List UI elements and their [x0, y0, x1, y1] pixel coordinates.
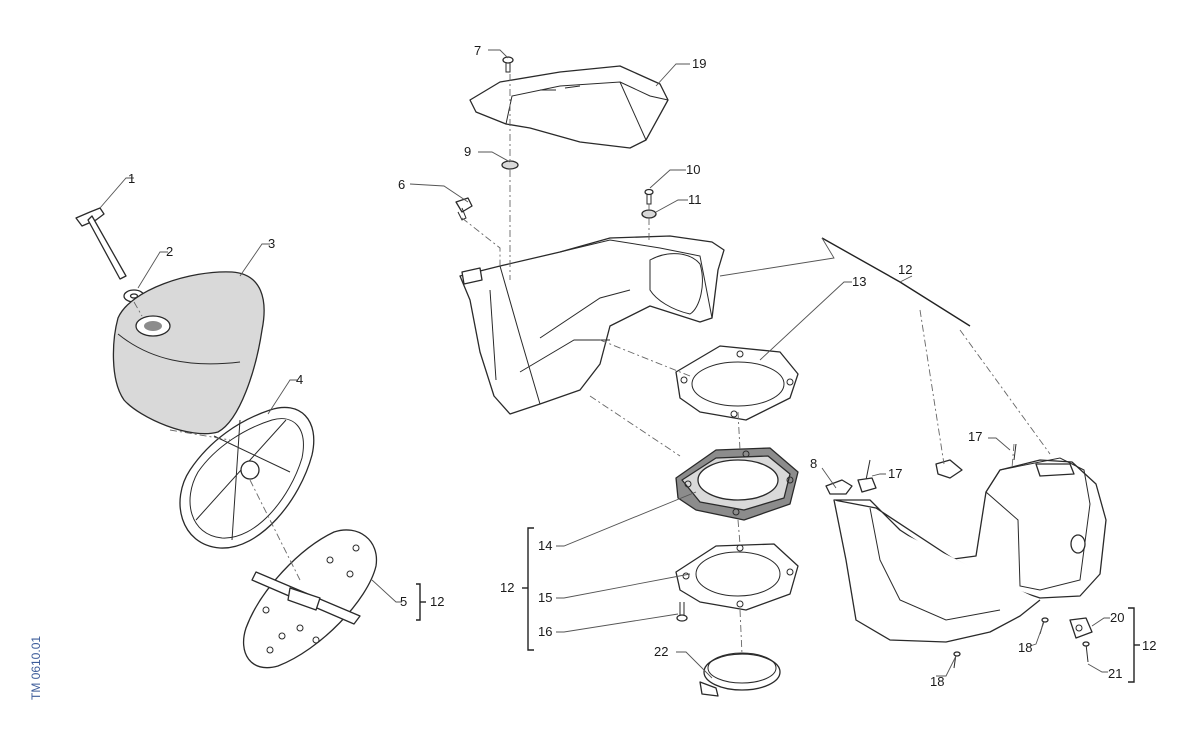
- callout-17-top: 17: [968, 429, 982, 444]
- screw-part-18-right: [1039, 617, 1049, 635]
- flange-part-14: [675, 447, 799, 521]
- callout-17-left: 17: [888, 466, 902, 481]
- callout-6: 6: [398, 177, 405, 192]
- callout-13: 13: [852, 274, 866, 289]
- callout-1: 1: [128, 171, 135, 186]
- gasket-part-15: [675, 543, 799, 611]
- screw-part-10: [644, 188, 654, 205]
- base-plate-part-5: [242, 529, 378, 669]
- callout-19: 19: [692, 56, 706, 71]
- screw-part-7: [502, 56, 514, 73]
- bracket-lines: [416, 527, 1140, 683]
- wing-bolt-part-1: [75, 207, 127, 280]
- callout-22: 22: [654, 644, 668, 659]
- support-frame-part-4: [179, 406, 315, 549]
- leader-lines: [99, 49, 1110, 679]
- callout-labels: 1 2 3 4 5 12 6 7 9 10 11 19 12 13 14 12 …: [128, 43, 1156, 689]
- callout-11: 11: [688, 192, 702, 207]
- callout-18-right: 18: [1018, 640, 1032, 655]
- callout-5: 5: [400, 594, 407, 609]
- drawing-code-label: TM 0610.01: [29, 636, 43, 700]
- screw-part-21: [1082, 641, 1090, 663]
- clip-part-8: [825, 479, 853, 495]
- callout-21: 21: [1108, 666, 1122, 681]
- screw-part-16: [676, 602, 688, 622]
- callout-12-part5: 12: [430, 594, 444, 609]
- upper-housing-part-12: [459, 235, 725, 415]
- lower-housing-part-12: [833, 457, 1107, 643]
- callout-12-left: 12: [500, 580, 514, 595]
- pin-part-17-left: [857, 459, 877, 493]
- assembly-lines: [133, 74, 1051, 655]
- screw-part-18-left: [953, 651, 961, 669]
- callout-9: 9: [464, 144, 471, 159]
- bolt-part-6: [455, 197, 473, 221]
- callout-20: 20: [1110, 610, 1124, 625]
- callout-12-top: 12: [898, 262, 912, 277]
- washer-part-11: [641, 209, 657, 219]
- filter-element-part-3: [112, 271, 265, 435]
- callout-14: 14: [538, 538, 552, 553]
- callout-16: 16: [538, 624, 552, 639]
- callout-2: 2: [166, 244, 173, 259]
- callout-18-left: 18: [930, 674, 944, 689]
- callout-3: 3: [268, 236, 275, 251]
- callout-7: 7: [474, 43, 481, 58]
- callout-4: 4: [296, 372, 303, 387]
- top-cover-part-19: [469, 65, 669, 149]
- callout-8: 8: [810, 456, 817, 471]
- callout-12-right: 12: [1142, 638, 1156, 653]
- hose-clamp-part-22: [699, 652, 781, 697]
- sensor-part-20: [1069, 617, 1093, 639]
- pin-part-17-top: [935, 443, 1017, 479]
- gasket-part-13: [675, 345, 799, 421]
- part-12-group-lines: [719, 237, 971, 327]
- washer-part-9: [501, 160, 519, 170]
- callout-15: 15: [538, 590, 552, 605]
- callout-10: 10: [686, 162, 700, 177]
